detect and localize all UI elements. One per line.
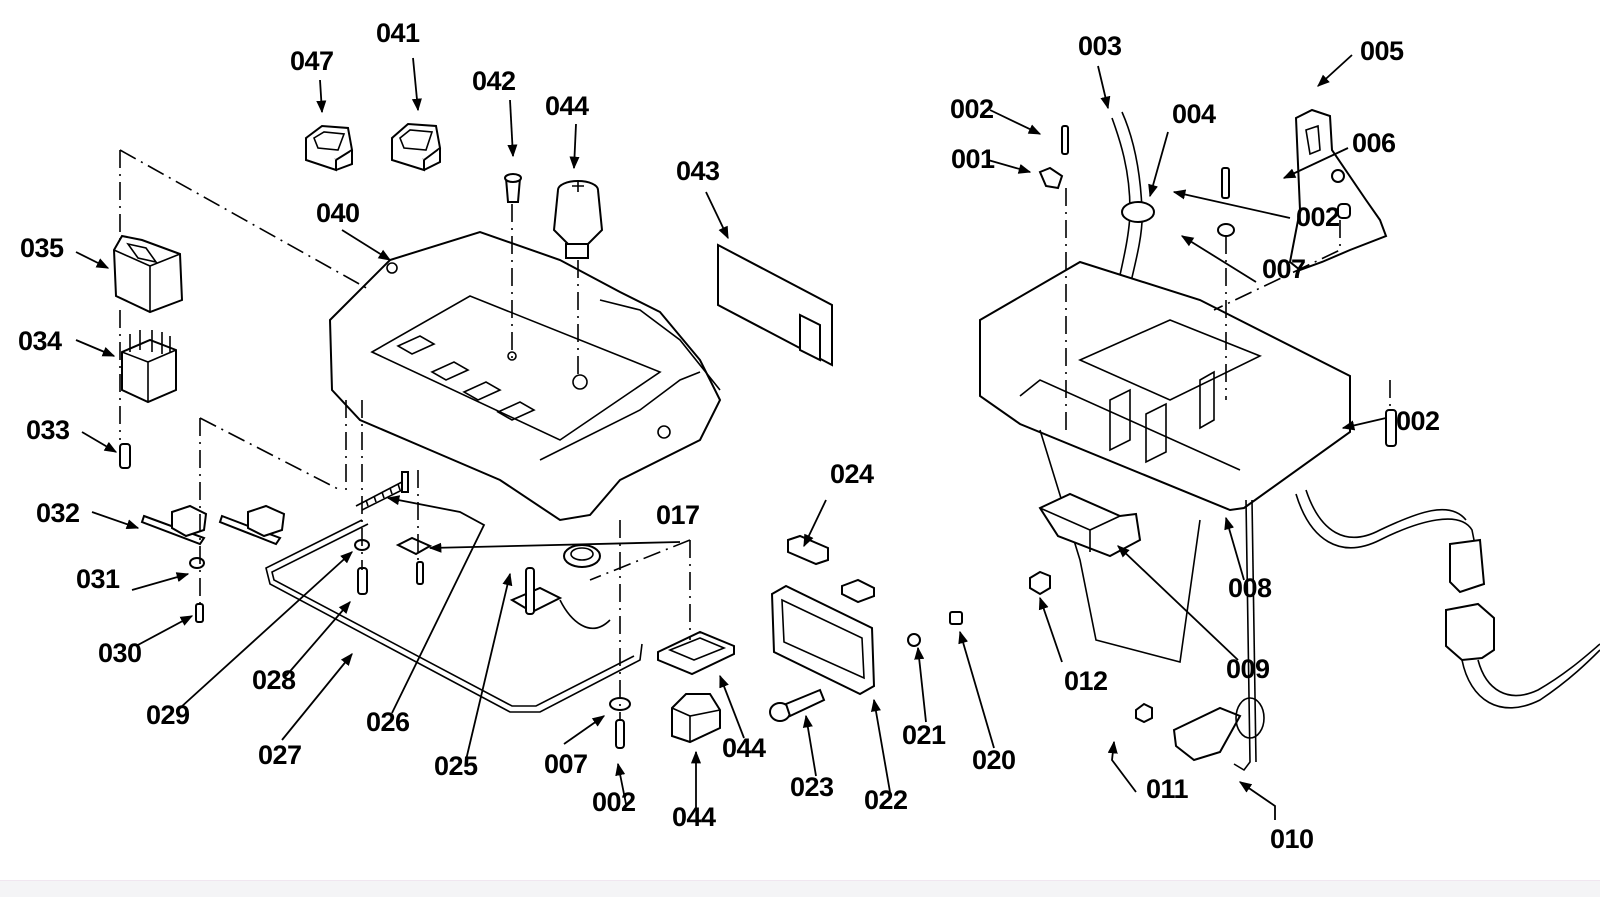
lens-044	[671, 693, 721, 744]
power-cable	[1295, 493, 1475, 549]
base-housing-008	[979, 260, 1351, 512]
fuse-small	[841, 578, 875, 604]
label-002-top: 002	[950, 94, 994, 124]
label-012: 012	[1064, 666, 1108, 696]
relay-cover-035	[112, 234, 184, 314]
label-011: 011	[1146, 774, 1189, 804]
label-021: 021	[902, 720, 946, 750]
label-020: 020	[972, 745, 1016, 775]
socket-009	[1038, 492, 1142, 558]
label-041: 041	[376, 18, 420, 48]
label-017: 017	[656, 500, 700, 530]
spring-026	[355, 471, 409, 511]
grommet-004	[1121, 201, 1155, 223]
pin-042	[504, 173, 522, 203]
switch-047	[304, 124, 354, 172]
key-switch-044	[552, 180, 604, 259]
label-023: 023	[790, 772, 834, 802]
label-006: 006	[1352, 128, 1396, 158]
wire-loop-027	[265, 519, 643, 713]
label-044-keyswitch: 044	[545, 91, 589, 121]
label-003: 003	[1078, 31, 1122, 61]
socket-connector	[1445, 602, 1495, 662]
label-010: 010	[1270, 824, 1314, 854]
label-005: 005	[1360, 36, 1404, 66]
sensor-025	[509, 567, 611, 629]
label-007-left: 007	[544, 749, 588, 779]
label-028: 028	[252, 665, 296, 695]
label-026: 026	[366, 707, 410, 737]
leader-lines	[75, 54, 1387, 820]
microswitch-032	[140, 504, 208, 546]
rod-010	[1233, 499, 1251, 772]
screw-002	[615, 719, 625, 749]
screw-023	[769, 688, 826, 722]
label-044-lens: 044	[672, 802, 716, 832]
fuse-012	[1029, 570, 1051, 596]
washer-021	[907, 633, 921, 647]
label-025: 025	[434, 751, 478, 781]
lamp-holder-044	[657, 630, 735, 676]
label-032: 032	[36, 498, 80, 528]
bracket-010	[1172, 697, 1265, 762]
label-008: 008	[1228, 573, 1272, 603]
alignment-lines	[119, 149, 1391, 720]
screw-002d	[1385, 409, 1397, 447]
washer-007b	[1217, 223, 1235, 237]
label-035: 035	[20, 233, 64, 263]
screw-002b	[1061, 125, 1069, 155]
washer-031	[189, 557, 205, 569]
label-002-left: 002	[592, 787, 636, 817]
pin-006	[1337, 203, 1351, 219]
lever-005	[1288, 108, 1388, 272]
screw-030	[195, 603, 204, 623]
plug-connector	[1449, 538, 1486, 594]
clip-001	[1038, 166, 1064, 190]
label-001: 001	[951, 144, 995, 174]
label-040: 040	[316, 198, 360, 228]
label-002-right: 002	[1396, 406, 1440, 436]
label-033: 033	[26, 415, 70, 445]
label-043: 043	[676, 156, 720, 186]
nut-011	[1135, 702, 1153, 724]
fuse-024	[787, 534, 829, 566]
label-042: 042	[472, 66, 516, 96]
label-027: 027	[258, 740, 302, 770]
cover-frame-022	[770, 584, 876, 696]
label-029: 029	[146, 700, 190, 730]
screw-002c	[1221, 167, 1230, 199]
bottom-strip	[0, 880, 1600, 897]
screw-033	[119, 443, 131, 469]
label-004: 004	[1172, 99, 1216, 129]
label-002-mid: 002	[1296, 202, 1340, 232]
label-009: 009	[1226, 654, 1270, 684]
microswitch-032b	[218, 504, 286, 546]
label-034: 034	[18, 326, 62, 356]
housing-040	[328, 230, 722, 522]
circuit-board-043	[717, 243, 833, 367]
label-007-right: 007	[1262, 254, 1306, 284]
label-031: 031	[76, 564, 120, 594]
label-044-holder: 044	[722, 733, 766, 763]
label-024: 024	[830, 459, 874, 489]
nut-020	[949, 611, 963, 625]
bracket-025	[395, 536, 433, 585]
relay-034	[121, 330, 177, 404]
switch-041	[390, 122, 442, 172]
label-030: 030	[98, 638, 142, 668]
label-022: 022	[864, 785, 908, 815]
label-047: 047	[290, 46, 334, 76]
screw-028	[357, 567, 368, 595]
